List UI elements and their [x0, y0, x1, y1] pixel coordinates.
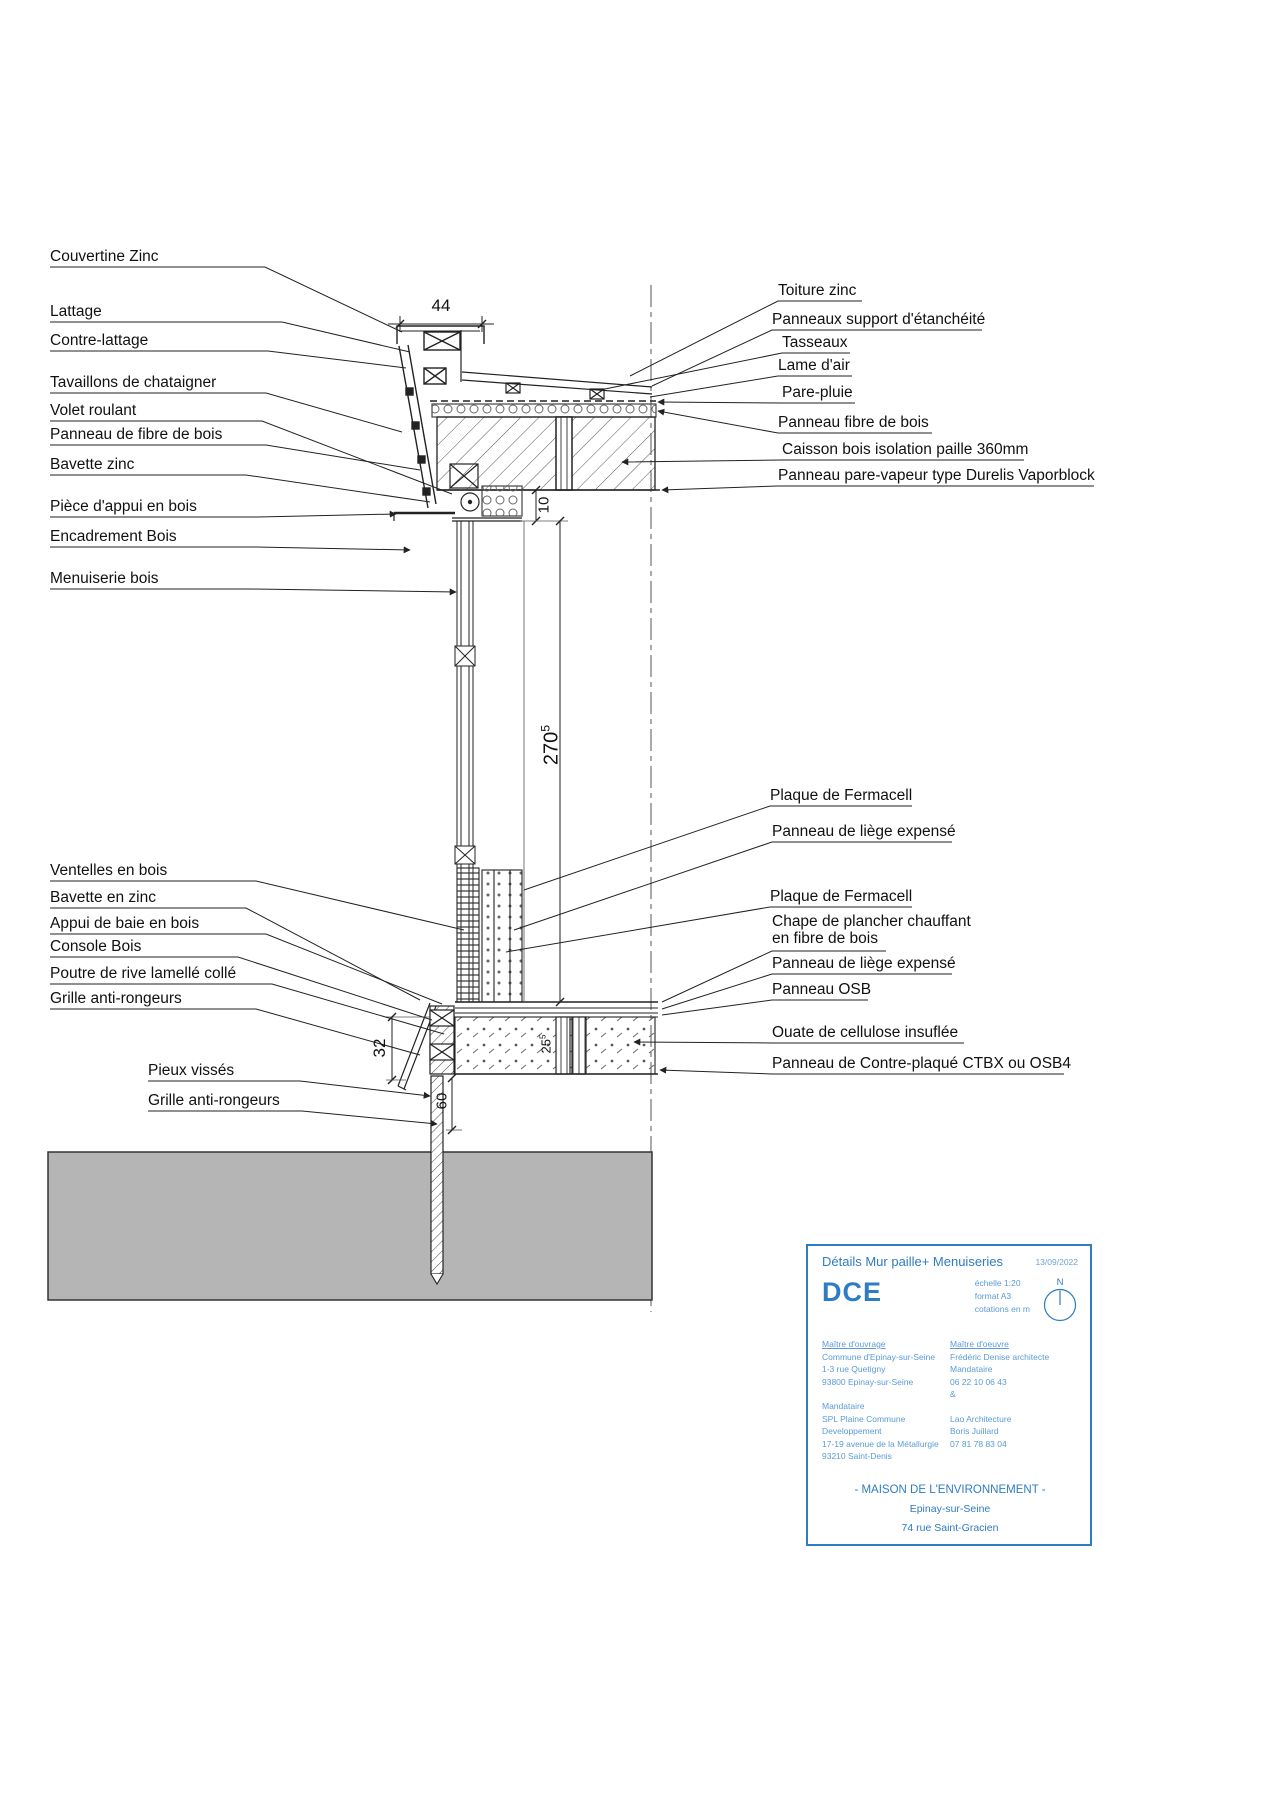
- caisson-paille: [436, 416, 660, 491]
- maitre-ouvrage-heading: Maître d'ouvrage: [822, 1339, 886, 1349]
- mandataire-name-2: Developpement: [822, 1426, 882, 1436]
- leader-lines-right: [505, 300, 1094, 1075]
- label-volet-roulant: Volet roulant: [50, 402, 137, 419]
- drawing-title: Détails Mur paille+ Menuiseries: [822, 1254, 1003, 1269]
- wood-louvers: [456, 867, 480, 1003]
- window-head: [393, 463, 523, 522]
- label-ventelles-bois: Ventelles en bois: [50, 862, 168, 879]
- label-pieux-visses: Pieux vissés: [148, 1062, 235, 1079]
- label-fermacell-2: Plaque de Fermacell: [770, 888, 913, 905]
- co-architect-phone: 07 81 78 83 04: [950, 1438, 1007, 1449]
- client-city: 93800 Epinay-sur-Seine: [822, 1376, 914, 1387]
- dim-width-44: 44: [431, 296, 451, 315]
- label-bavette-en-zinc: Bavette en zinc: [50, 889, 156, 906]
- scale-label: échelle 1:20: [974, 1278, 1021, 1288]
- label-tasseaux: Tasseaux: [782, 334, 848, 351]
- label-piece-appui: Pièce d'appui en bois: [50, 498, 197, 515]
- label-liege-expanse-2: Panneau de liège expensé: [772, 955, 956, 972]
- maitre-oeuvre-block: Maître d'oeuvre Frédéric Denise architec…: [950, 1338, 1078, 1463]
- dim-head-10: 10: [535, 496, 553, 514]
- units-label: cotations en m: [974, 1304, 1030, 1314]
- label-poutre-de-rive: Poutre de rive lamellé collé: [50, 965, 237, 982]
- parapet-cladding: [396, 325, 485, 509]
- label-lattage: Lattage: [50, 303, 102, 320]
- title-block: Détails Mur paille+ Menuiseries 13/09/20…: [806, 1244, 1092, 1546]
- label-toiture-zinc: Toiture zinc: [778, 282, 857, 299]
- project-identity: - MAISON DE L'ENVIRONNEMENT - Epinay-sur…: [822, 1484, 1078, 1534]
- label-panneau-osb: Panneau OSB: [772, 981, 872, 998]
- phase-label: DCE: [822, 1277, 883, 1307]
- label-panneaux-etancheite: Panneaux support d'étanchéité: [772, 311, 986, 328]
- client-name: Commune d'Epinay-sur-Seine: [822, 1351, 936, 1362]
- north-label: N: [1056, 1277, 1064, 1288]
- label-liege-expanse-1: Panneau de liège expensé: [772, 823, 956, 840]
- spandrel-panel: [481, 869, 523, 1003]
- label-encadrement-bois: Encadrement Bois: [50, 528, 177, 545]
- project-city: Epinay-sur-Seine: [909, 1503, 991, 1515]
- label-pare-vapeur: Panneau pare-vapeur type Durelis Vaporbl…: [778, 467, 1095, 484]
- drawing-date: 13/09/2022: [1035, 1257, 1078, 1267]
- drawing-meta: échelle 1:20 format A3 cotations en m: [975, 1277, 1030, 1316]
- project-name: - MAISON DE L'ENVIRONNEMENT -: [854, 1484, 1046, 1496]
- label-ouate-cellulose: Ouate de cellulose insuflée: [772, 1024, 959, 1041]
- ground: [47, 1151, 653, 1301]
- compass-icon: [1043, 1288, 1077, 1322]
- floor-assembly: [454, 1001, 658, 1075]
- label-caisson-paille: Caisson bois isolation paille 360mm: [782, 441, 1029, 458]
- co-architect-person: Boris Juillard: [950, 1426, 999, 1436]
- leader-lines-left: [50, 266, 465, 1127]
- floor-edge-left: [397, 1002, 455, 1091]
- label-contre-plaque: Panneau de Contre-plaqué CTBX ou OSB4: [772, 1055, 1071, 1072]
- mandataire-city: 93210 Saint-Denis: [822, 1451, 892, 1461]
- label-panneau-fibre-bois: Panneau de fibre de bois: [50, 426, 223, 443]
- architect-phone: 06 22 10 06 43: [950, 1376, 1007, 1387]
- dimension-lines: [386, 316, 568, 1135]
- mandataire-name: SPL Plaine Commune: [822, 1413, 906, 1424]
- mandataire-street: 17-19 avenue de la Métallurgie: [822, 1438, 939, 1449]
- label-tavaillons: Tavaillons de chataigner: [50, 374, 217, 391]
- format-label: format A3: [974, 1291, 1012, 1301]
- ampersand: &: [950, 1389, 956, 1399]
- project-address: 74 rue Saint-Gracien: [901, 1522, 999, 1534]
- maitre-oeuvre-heading: Maître d'oeuvre: [950, 1339, 1009, 1349]
- label-grille-anti-rongeurs: Grille anti-rongeurs: [50, 990, 182, 1007]
- label-contre-lattage: Contre-lattage: [50, 332, 149, 349]
- label-fermacell-1: Plaque de Fermacell: [770, 787, 913, 804]
- label-appui-de-baie: Appui de baie en bois: [50, 915, 200, 932]
- label-menuiserie-bois: Menuiserie bois: [50, 570, 159, 587]
- dim-pile-60: 60: [433, 1092, 451, 1110]
- label-console-bois: Console Bois: [50, 938, 142, 955]
- co-architect-name: Lao Architecture: [950, 1413, 1012, 1424]
- label-grille-anti-rongeurs-2: Grille anti-rongeurs: [148, 1092, 280, 1109]
- north-arrow: N: [1042, 1277, 1078, 1326]
- architect-role: Mandataire: [950, 1364, 993, 1374]
- dim-edge-32: 32: [370, 1038, 389, 1058]
- label-panneau-fibre-bois-2: Panneau fibre de bois: [778, 414, 929, 431]
- architect-name: Frédéric Denise architecte: [950, 1351, 1050, 1362]
- mandataire-heading-a: Mandataire: [822, 1401, 865, 1411]
- client-street: 1-3 rue Quetigny: [822, 1364, 886, 1374]
- dim-window-2705: 2705: [538, 724, 563, 766]
- label-couvertine-zinc: Couvertine Zinc: [50, 248, 159, 265]
- dim-floor-255: 255: [538, 1034, 554, 1054]
- roof-assembly: [430, 330, 657, 418]
- maitre-ouvrage-block: Maître d'ouvrage Commune d'Epinay-sur-Se…: [822, 1338, 950, 1463]
- label-pare-pluie: Pare-pluie: [782, 384, 853, 401]
- label-lame-air: Lame d'air: [778, 357, 850, 374]
- label-bavette-zinc: Bavette zinc: [50, 456, 135, 473]
